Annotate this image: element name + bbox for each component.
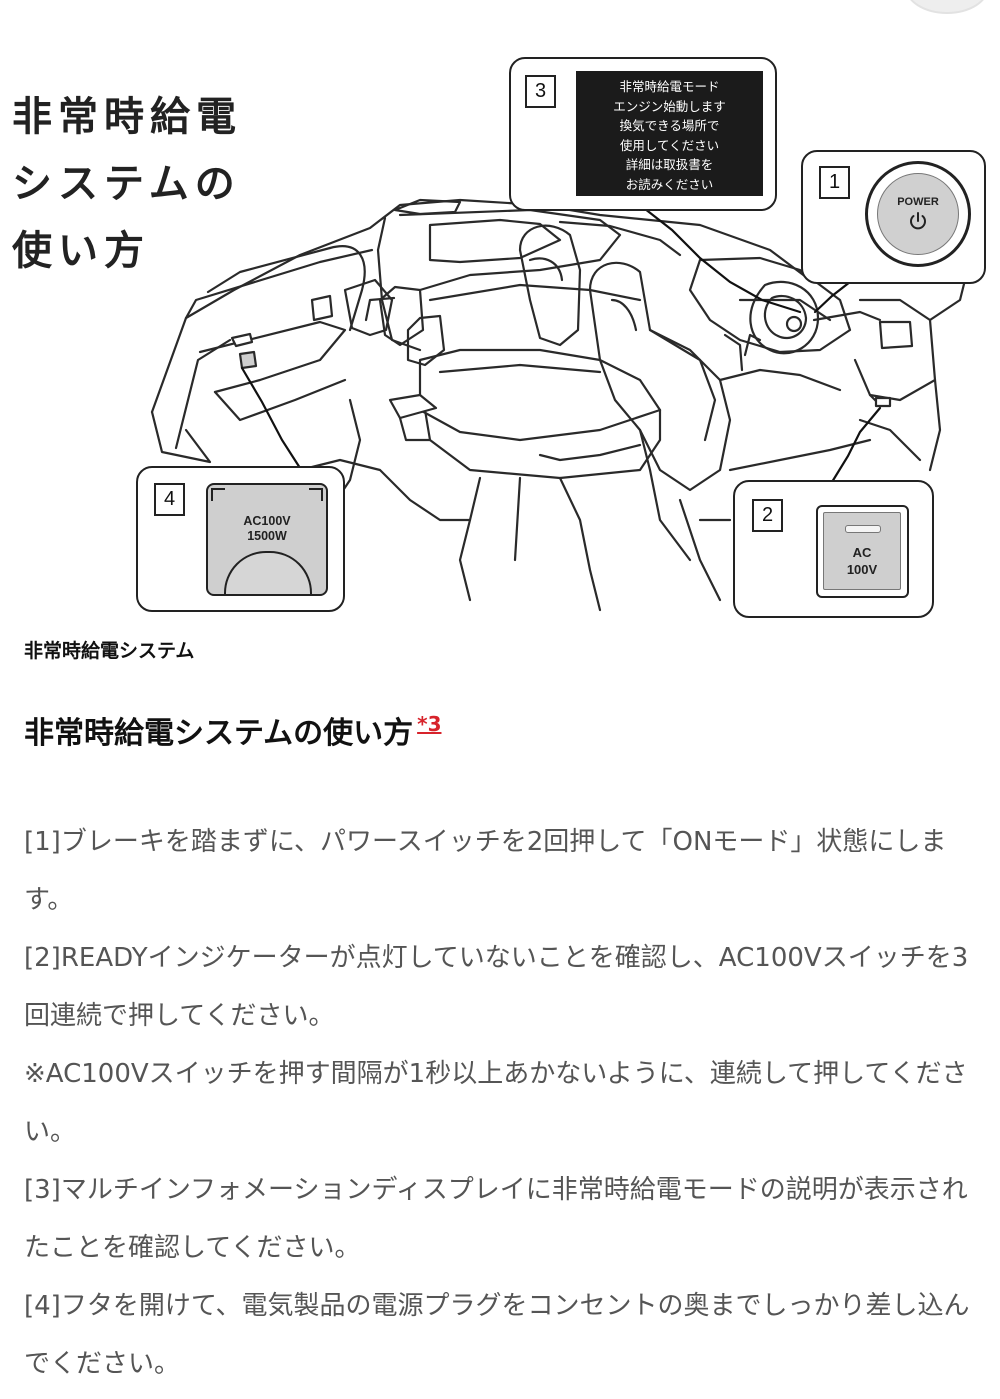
figure-title: 非常時給電 システムの 使い方 xyxy=(12,84,242,285)
instruction-steps: [1]ブレーキを踏まずに、パワースイッチを2回押して「ONモード」状態にします。… xyxy=(24,813,974,1393)
display-line: お読みください xyxy=(625,176,714,192)
outlet-corner-mark xyxy=(211,488,225,501)
outlet-label-line: 1500W xyxy=(247,529,287,543)
instruction-note: ※AC100Vスイッチを押す間隔が1秒以上あかないように、連続して押してください… xyxy=(24,1059,968,1147)
ac100v-switch: AC 100V xyxy=(816,505,909,598)
display-line: エンジン始動します xyxy=(613,98,726,114)
car-interior-illustration xyxy=(150,198,972,612)
callout-number: 1 xyxy=(819,166,850,199)
callout-ac100v-switch: 2 AC 100V xyxy=(733,480,934,618)
outlet-corner-mark xyxy=(309,488,323,501)
outlet-label-line: AC100V xyxy=(243,514,291,528)
power-button-face: POWER xyxy=(877,173,959,255)
section-heading-text: 非常時給電システムの使い方 xyxy=(24,716,414,751)
ac100v-switch-label: AC 100V xyxy=(824,544,900,578)
callout-number: 2 xyxy=(752,499,783,532)
instruction-step: [4]フタを開けて、電気製品の電源プラグをコンセントの奥までしっかり差し込んでく… xyxy=(24,1291,970,1379)
callout-power-outlet: 4 AC100V 1500W xyxy=(136,466,345,612)
outlet-socket xyxy=(224,551,312,594)
vehicle-interior-figure: 非常時給電 システムの 使い方 xyxy=(0,0,1000,625)
footnote-link[interactable]: *3 xyxy=(417,712,442,736)
figure-title-line: 非常時給電 xyxy=(12,94,242,140)
instruction-step: [1]ブレーキを踏まずに、パワースイッチを2回押して「ONモード」状態にします。 xyxy=(24,827,947,915)
display-line: 使用してください xyxy=(619,137,720,153)
multi-information-display: 非常時給電モード エンジン始動します 換気できる場所で 使用してください 詳細は… xyxy=(576,71,763,196)
figure-title-line: 使い方 xyxy=(12,228,150,274)
display-line: 詳細は取扱書を xyxy=(625,157,714,173)
ac100v-indicator-light xyxy=(845,525,881,533)
instruction-step: [2]READYインジケーターが点灯していないことを確認し、AC100Vスイッチ… xyxy=(24,943,969,1031)
callout-number: 4 xyxy=(154,483,185,516)
outlet-label: AC100V 1500W xyxy=(208,514,326,544)
callout-power-switch: 1 POWER xyxy=(801,150,986,284)
figure-title-line: システムの xyxy=(12,161,241,207)
section-heading: 非常時給電システムの使い方*3 xyxy=(24,708,441,752)
ac100v-switch-face: AC 100V xyxy=(823,512,901,590)
instruction-step: [3]マルチインフォメーションディスプレイに非常時給電モードの説明が表示されたこ… xyxy=(24,1175,968,1263)
ac100v-label-line: AC xyxy=(852,545,872,560)
callout-display: 3 非常時給電モード エンジン始動します 換気できる場所で 使用してください 詳… xyxy=(509,57,777,211)
display-line: 換気できる場所で xyxy=(619,118,720,134)
ac100v-label-line: 100V xyxy=(846,562,878,577)
display-line: 非常時給電モード xyxy=(619,79,720,94)
power-button-label: POWER xyxy=(897,196,939,208)
power-button: POWER xyxy=(865,161,971,267)
callout-number: 3 xyxy=(525,75,556,108)
figure-caption: 非常時給電システム xyxy=(24,640,195,662)
power-icon xyxy=(910,212,926,230)
ac-power-outlet: AC100V 1500W xyxy=(206,483,328,596)
